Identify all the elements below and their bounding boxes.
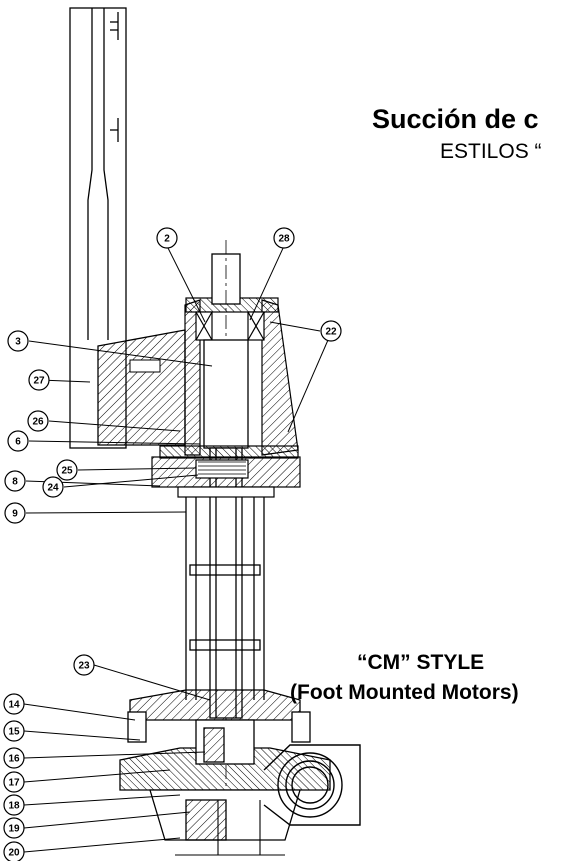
callout-number: 2 <box>164 234 170 245</box>
callout-25: 25 <box>56 459 78 481</box>
callout-number: 22 <box>325 327 337 338</box>
callout-14: 14 <box>3 693 25 715</box>
bracket-body <box>97 299 299 456</box>
callout-number: 19 <box>8 824 20 835</box>
callout-6: 6 <box>7 430 29 452</box>
callout-number: 17 <box>8 778 20 789</box>
seal-collar <box>151 445 301 498</box>
callout-number: 8 <box>12 477 18 488</box>
leader-lines <box>23 245 329 853</box>
callout-9: 9 <box>4 502 26 524</box>
callout-number: 6 <box>15 437 21 448</box>
page-subtitle: ESTILOS “ <box>440 140 542 163</box>
callout-23: 23 <box>73 654 95 676</box>
callout-number: 20 <box>8 848 20 859</box>
vertical-arm <box>69 7 127 449</box>
callout-number: 28 <box>278 234 290 245</box>
callout-28: 28 <box>273 227 295 249</box>
callout-number: 23 <box>78 661 90 672</box>
callout-number: 9 <box>12 509 18 520</box>
callout-26: 26 <box>27 410 49 432</box>
callout-27: 27 <box>28 369 50 391</box>
callout-number: 18 <box>8 801 20 812</box>
page-title: Succión de c <box>372 104 539 134</box>
callout-number: 15 <box>8 727 20 738</box>
callout-number: 16 <box>8 754 20 765</box>
pump-casing <box>119 689 331 856</box>
style-label-line1: “CM” STYLE <box>357 651 485 674</box>
callout-20: 20 <box>3 841 25 861</box>
discharge-nozzle <box>263 744 361 826</box>
callout-number: 27 <box>33 376 45 387</box>
callout-16: 16 <box>3 747 25 769</box>
column-pipe <box>185 497 265 700</box>
style-label-line2: (Foot Mounted Motors) <box>290 681 519 704</box>
callout-number: 3 <box>15 337 21 348</box>
callout-2: 2 <box>156 227 178 249</box>
callout-3: 3 <box>7 330 29 352</box>
callout-15: 15 <box>3 720 25 742</box>
callout-19: 19 <box>3 817 25 839</box>
callout-17: 17 <box>3 771 25 793</box>
callout-22: 22 <box>320 320 342 342</box>
callout-number: 26 <box>32 417 44 428</box>
callout-number: 25 <box>61 466 73 477</box>
callout-24: 24 <box>42 476 64 498</box>
callout-18: 18 <box>3 794 25 816</box>
callout-number: 24 <box>47 483 59 494</box>
callout-8: 8 <box>4 470 26 492</box>
callout-number: 14 <box>8 700 20 711</box>
